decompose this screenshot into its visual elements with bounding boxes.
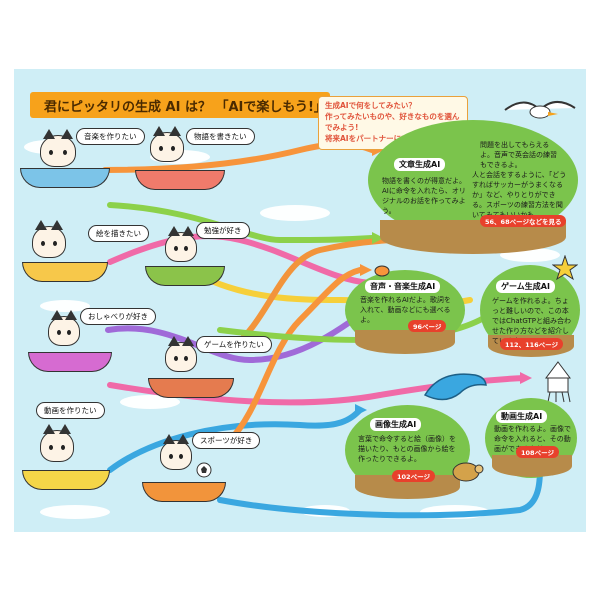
route-orange-image xyxy=(227,267,363,443)
arrow-head xyxy=(372,232,384,244)
prompt-line-2: 作ってみたいものや、好きなものを選んでみよう! xyxy=(325,112,460,132)
cat-draw-character[interactable] xyxy=(32,220,66,258)
island-text-ai-title: 文章生成AI xyxy=(394,158,446,171)
cloud xyxy=(40,505,110,519)
island-image-ai-body: 言葉で命令すると絵（画像）を描いたり、もとの画像から絵を作ったりできるよ。 xyxy=(358,435,456,463)
speech-bubble-study: 勉強が好き xyxy=(196,222,250,239)
boat xyxy=(148,378,234,398)
speech-bubble-sports: スポーツが好き xyxy=(192,432,261,449)
island-text-ai-body-left: 物語を書くのが得意だよ。AIに命令を入れたら、オリジナルのお話を作ってみよう。 xyxy=(382,177,466,215)
cat-chat-character[interactable] xyxy=(48,310,80,346)
island-video-ai-page-ref[interactable]: 108ページ xyxy=(516,446,559,458)
soccer-ball-icon xyxy=(196,462,212,478)
turtle-icon xyxy=(452,462,484,482)
boat xyxy=(145,266,225,286)
boat xyxy=(22,470,110,490)
island-game-ai-title: ゲーム生成AI xyxy=(496,280,555,293)
boat xyxy=(22,262,108,282)
cloud xyxy=(260,205,330,221)
island-image-ai-page-ref[interactable]: 102ページ xyxy=(392,470,435,482)
seagull-icon xyxy=(504,101,576,119)
cat-sports-character[interactable] xyxy=(160,434,192,470)
island-text-ai-page-ref[interactable]: 56、68ページなどを見る xyxy=(480,215,567,227)
route-blue-sport xyxy=(107,407,363,473)
island-music-ai-body: 音楽を作れるAIだよ。歌詞を入れて、動画などにも選べるよ。 xyxy=(360,296,451,324)
island-text-ai-body-mid: 問題を出してもらえるよ。音声で英会話の練習もできるよ。 xyxy=(480,141,557,169)
cat-music-character[interactable] xyxy=(40,129,76,167)
island-text-ai-body-right: 人と会話をするように、「どうすればサッカーがうまくなるか」など、やりとりができる… xyxy=(472,171,567,219)
cat-game-character[interactable] xyxy=(165,336,197,372)
island-video-ai-title: 動画生成AI xyxy=(496,410,548,423)
island-rock xyxy=(355,330,455,354)
island-image-ai-title: 画像生成AI xyxy=(370,418,422,431)
island-game-ai-page-ref[interactable]: 112、116ページ xyxy=(500,338,564,350)
speech-bubble-draw: 絵を描きたい xyxy=(88,225,149,242)
cat-story-character[interactable] xyxy=(150,126,184,162)
boat xyxy=(142,482,226,502)
arrow-head xyxy=(520,372,532,384)
boat xyxy=(135,170,225,190)
route-green-story xyxy=(107,202,375,244)
island-music-ai-title: 音声・音楽生成AI xyxy=(365,280,441,293)
route-blue-video xyxy=(217,465,543,519)
speech-bubble-chat: おしゃべりが好き xyxy=(80,308,156,325)
boat xyxy=(28,352,112,372)
prompt-line-3: 将来AIをパートナーにできるかな？ xyxy=(325,134,446,143)
starfish-icon xyxy=(552,255,578,281)
speech-bubble-music: 音楽を作りたい xyxy=(76,128,145,145)
route-pink-draw xyxy=(107,233,373,286)
boat xyxy=(20,168,110,188)
speech-bubble-story: 物語を書きたい xyxy=(186,128,255,145)
page-title: 君にピッタリの生成 AI は？ 「AIで楽しもう!」 xyxy=(30,92,330,118)
page-title-text: 君にピッタリの生成 AI は？ 「AIで楽しもう!」 xyxy=(44,99,327,115)
cloud xyxy=(40,300,90,312)
speech-bubble-game: ゲームを作りたい xyxy=(196,336,272,353)
speech-bubble-video: 動画を作りたい xyxy=(36,402,105,419)
cat-video-character[interactable] xyxy=(40,424,74,462)
route-purple-chat xyxy=(105,297,383,364)
island-rock xyxy=(492,455,572,477)
crab-icon xyxy=(374,265,390,277)
arrow-head xyxy=(360,264,372,276)
squid-icon xyxy=(545,361,571,403)
cat-study-character[interactable] xyxy=(165,226,197,262)
cloud xyxy=(120,395,180,409)
dolphin-icon xyxy=(423,373,487,401)
prompt-line-1: 生成AIで何をしてみたい？ xyxy=(325,101,416,110)
island-music-ai-page-ref[interactable]: 96ページ xyxy=(408,320,447,332)
arrow-head xyxy=(355,404,367,416)
